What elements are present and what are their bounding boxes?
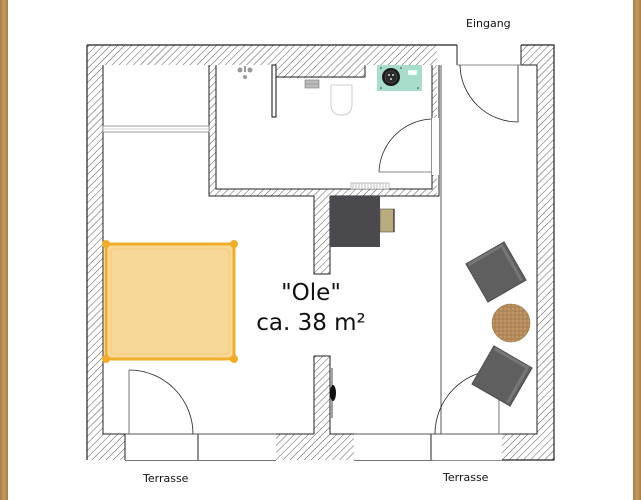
interior-walls	[102, 64, 538, 435]
armchair-icon[interactable]	[465, 241, 527, 303]
toilet-icon	[330, 84, 353, 116]
terrace-label-right: Terrasse	[443, 471, 489, 484]
sink-icon	[237, 66, 253, 79]
boiler-icon	[377, 65, 422, 91]
desk-chair-icon[interactable]	[379, 208, 395, 233]
entrance-label: Eingang	[466, 17, 511, 30]
terrace-door-left[interactable]	[124, 369, 276, 460]
room-title: "Ole" ca. 38 m²	[236, 278, 386, 338]
armchair-icon[interactable]	[471, 345, 533, 407]
shower-icon	[304, 79, 320, 89]
radiator-icon	[350, 182, 390, 190]
wall-segment	[275, 60, 365, 78]
picture-frame-right	[633, 0, 641, 500]
bed-icon[interactable]	[102, 240, 238, 363]
outer-walls	[86, 44, 555, 461]
bathroom-door[interactable]	[378, 118, 439, 175]
terrace-door-right[interactable]	[354, 369, 502, 460]
entrance-door[interactable]	[456, 45, 522, 123]
desk-icon[interactable]	[330, 196, 380, 247]
terrace-label-left: Terrasse	[143, 472, 189, 485]
side-table-icon[interactable]	[491, 303, 531, 343]
room-area: ca. 38 m²	[256, 310, 366, 336]
picture-frame-left	[0, 0, 8, 500]
room-name: "Ole"	[281, 280, 341, 306]
wall-lamp-icon	[330, 368, 336, 418]
